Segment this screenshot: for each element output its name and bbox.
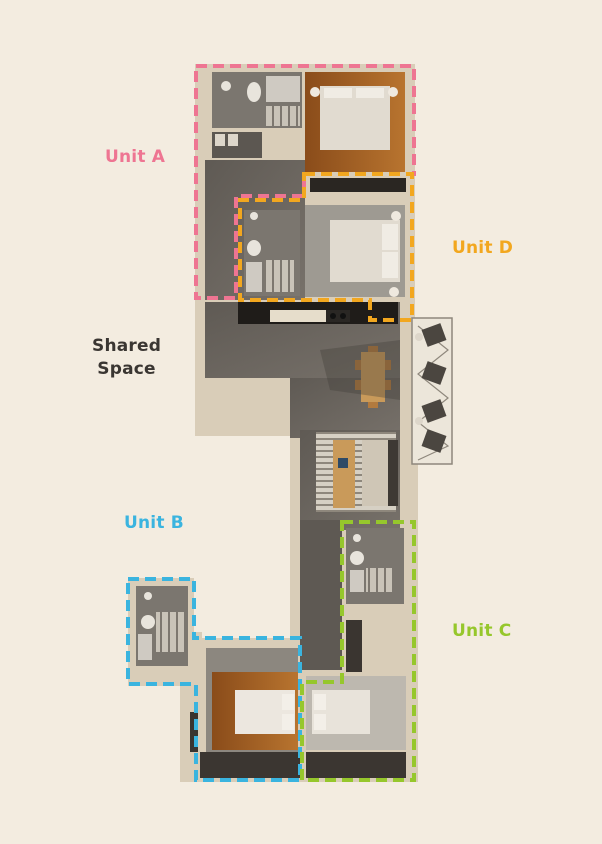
unit-b-label: Unit B [124, 513, 184, 533]
unit-a-outline [194, 64, 416, 300]
dining-table [361, 352, 385, 402]
coffee-table [333, 440, 355, 508]
unit-d-closet [310, 178, 406, 192]
balcony [411, 317, 453, 465]
unit-c-label: Unit C [452, 621, 512, 641]
unit-outlines [126, 64, 416, 782]
unit-c-closet [346, 620, 362, 672]
stove [326, 310, 350, 322]
unit-c-outline [300, 520, 416, 782]
unit-d-rooms [244, 178, 406, 297]
unit-d-outline [238, 172, 414, 322]
unit-b-rooms [136, 586, 300, 778]
shared-space-area [205, 302, 400, 670]
shared-space-label: Shared Space [92, 335, 161, 381]
unit-b-outline [126, 577, 302, 782]
unit-c-rooms [306, 528, 406, 778]
shared-space-label-line1: Shared [92, 336, 162, 356]
unit-a-label: Unit A [105, 147, 166, 167]
unit-d-label: Unit D [452, 238, 514, 258]
shared-space-label-line2: Space [97, 359, 156, 379]
